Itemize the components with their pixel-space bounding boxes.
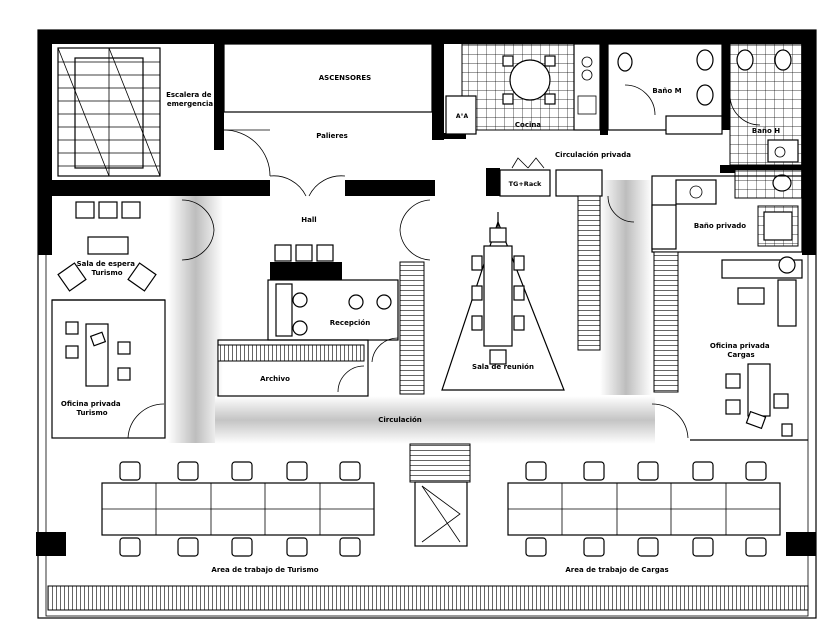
office-cargas [651, 256, 808, 441]
private-bath [607, 175, 803, 253]
label-oficina-cargas-line1: Oficina privada [710, 342, 770, 350]
label-oficina-turismo-line2: Turismo [76, 409, 107, 417]
label-tg-rack: TG+Rack [509, 180, 542, 188]
label-oficina-turismo-line1: Oficina privada [61, 400, 121, 408]
room-labels: Escalera de emergencia ASCENSORES Palier… [61, 74, 780, 574]
label-escalera-line2: emergencia [167, 100, 214, 108]
label-escalera-line1: Escalera de [166, 91, 212, 99]
label-bano-privado: Baño privado [694, 222, 746, 230]
reception [267, 244, 399, 363]
label-sala-espera: Sala de espera Turismo [77, 260, 138, 277]
label-sala-espera-line2: Turismo [91, 269, 122, 277]
bathrooms [607, 43, 803, 199]
shelving [47, 195, 809, 611]
label-circulacion-privada: Circulación privada [555, 151, 631, 159]
label-escalera: Escalera de emergencia [166, 91, 214, 108]
label-ama: A°A [456, 113, 469, 120]
label-oficina-turismo: Oficina privada Turismo [61, 400, 123, 417]
tg-rack [499, 157, 603, 197]
work-area-turismo [101, 461, 375, 557]
label-recepcion: Recepción [330, 319, 370, 327]
corridor-shading [168, 180, 655, 444]
archive [217, 339, 369, 397]
walls [36, 30, 816, 556]
label-circulacion: Circulación [378, 416, 422, 424]
label-archivo: Archivo [260, 375, 290, 383]
label-cocina: Cocina [515, 121, 541, 129]
label-sala-espera-line1: Sala de espera [77, 260, 136, 268]
label-hall: Hall [301, 216, 316, 224]
hall [181, 175, 431, 261]
label-bano-m: Baño M [652, 87, 681, 95]
label-sala-reunion: Sala de reunión [472, 363, 534, 371]
work-area-cargas [507, 461, 781, 557]
label-palieres: Palieres [316, 132, 348, 140]
label-oficina-cargas: Oficina privada Cargas [710, 342, 772, 359]
meeting-room [441, 212, 565, 391]
label-bano-h: Baño H [752, 127, 780, 135]
emergency-staircase [57, 47, 161, 177]
label-area-turismo: Area de trabajo de Turismo [211, 566, 318, 574]
elevator-block [223, 43, 433, 177]
label-oficina-cargas-line2: Cargas [727, 351, 754, 359]
central-stair [409, 443, 471, 547]
kitchen [445, 43, 601, 135]
label-area-cargas: Area de trabajo de Cargas [565, 566, 668, 574]
label-ascensores: ASCENSORES [319, 74, 371, 82]
office-turismo [51, 299, 166, 439]
waiting-room [52, 201, 165, 301]
